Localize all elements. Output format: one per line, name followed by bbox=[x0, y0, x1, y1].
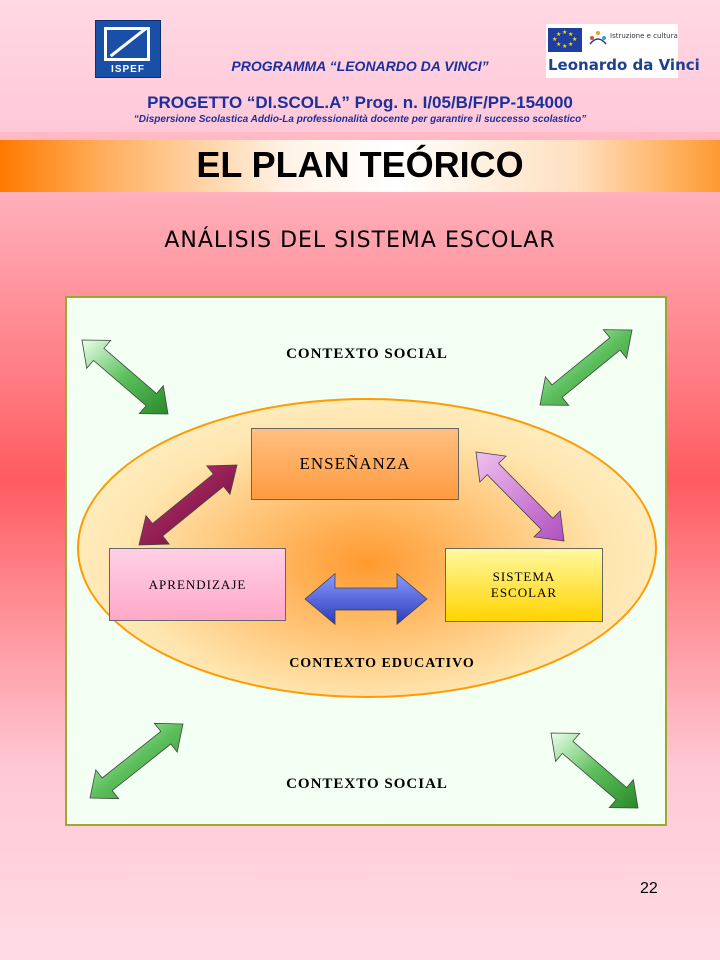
arrow-aprendizaje-sistema bbox=[304, 572, 428, 626]
eu-flag-icon: ★★★ ★★★ ★★ bbox=[548, 28, 582, 52]
arrow-aprendizaje-ensenanza bbox=[138, 464, 238, 546]
section-title: ANÁLISIS DEL SISTEMA ESCOLAR bbox=[164, 228, 556, 253]
page-title: EL PLAN TEÓRICO bbox=[196, 144, 524, 185]
arrow-social-bottom-right bbox=[550, 732, 639, 809]
logo-brand: Leonardo da Vinci bbox=[548, 56, 700, 74]
leonardo-da-vinci-logo: ★★★ ★★★ ★★ Istruzione e cultura Leonardo… bbox=[546, 24, 700, 78]
ispef-logo: ISPEF bbox=[95, 20, 161, 78]
arrow-social-bottom-left bbox=[89, 722, 184, 800]
node-ensenanza: ENSEÑANZA bbox=[251, 428, 459, 500]
node-aprendizaje: APRENDIZAJE bbox=[109, 548, 286, 621]
leonardo-figure-icon bbox=[589, 31, 607, 45]
programma-heading: PROGRAMMA “LEONARDO DA VINCI” bbox=[231, 58, 489, 74]
ispef-logo-frame bbox=[104, 27, 150, 61]
ispef-logo-text: ISPEF bbox=[111, 64, 145, 75]
arrow-ensenanza-sistema bbox=[475, 451, 565, 542]
arrow-social-top-left bbox=[81, 339, 169, 415]
logo-caption: Istruzione e cultura bbox=[610, 32, 678, 40]
social-context-label-top: CONTEXTO SOCIAL bbox=[286, 346, 448, 362]
title-band bbox=[0, 140, 720, 192]
project-subtitle: “Dispersione Scolastica Addio-La profess… bbox=[133, 114, 587, 125]
progetto-heading: PROGETTO “DI.SCOL.A” Prog. n. I/05/B/F/P… bbox=[147, 93, 573, 112]
arrow-social-top-right bbox=[539, 329, 633, 406]
social-context-label-bottom: CONTEXTO SOCIAL bbox=[286, 776, 448, 792]
node-sistema-escolar: SISTEMA ESCOLAR bbox=[445, 548, 603, 622]
page-number: 22 bbox=[640, 880, 658, 897]
educational-context-label: CONTEXTO EDUCATIVO bbox=[289, 656, 475, 671]
